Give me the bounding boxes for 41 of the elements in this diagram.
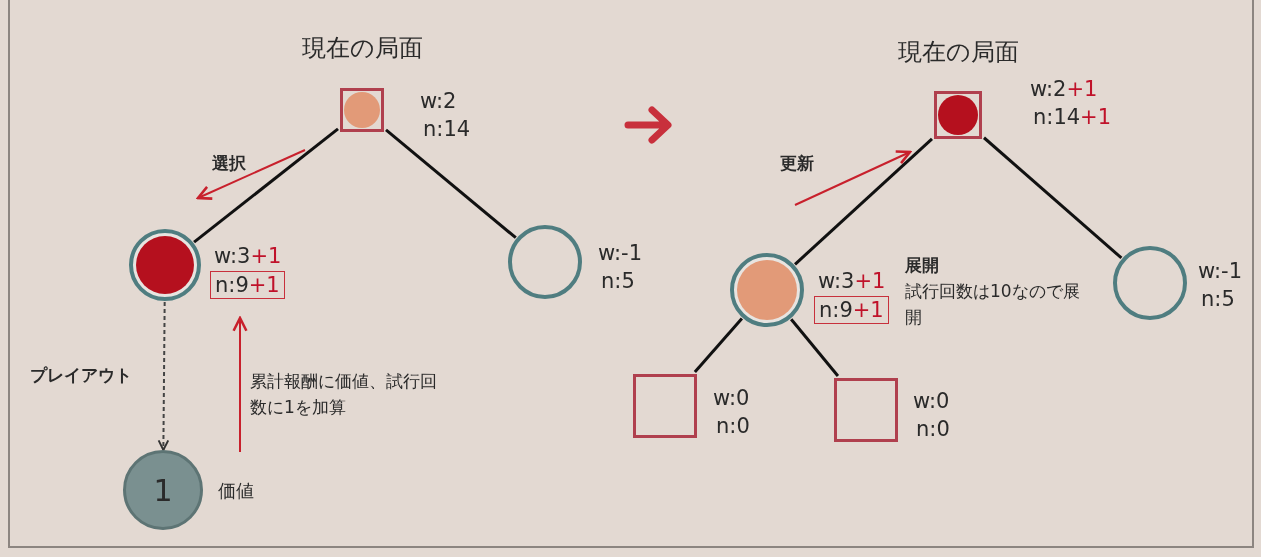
stat-text: w:-1 (598, 240, 643, 266)
position-square (934, 91, 982, 139)
stat-text: n:5 (1201, 286, 1235, 312)
step-label: 展開 (905, 254, 939, 277)
stat-text: n:5 (601, 268, 635, 294)
note-text: 累計報酬に価値、試行回数に1を加算 (250, 370, 438, 419)
highlighted-stat: n:9+1 (210, 271, 285, 299)
note-text: 試行回数は10なので展開 (905, 280, 1080, 329)
tree-edge (983, 136, 1123, 260)
tree-edge (794, 137, 933, 266)
filled-node-circle (128, 228, 202, 302)
new-node-square (834, 378, 898, 442)
arrow (157, 301, 170, 451)
position-square (340, 88, 384, 132)
value-label: 価値 (218, 479, 254, 503)
value-circle: 1 (123, 450, 203, 530)
stat-text: n:0 (916, 416, 950, 442)
edge-label: プレイアウト (30, 364, 132, 387)
stat-text: w:0 (913, 388, 950, 414)
new-node-square (633, 374, 697, 438)
highlighted-stat: n:9+1 (814, 296, 889, 324)
stat-text: w:-1 (1198, 258, 1243, 284)
tree-edge (693, 317, 744, 373)
node-circle (507, 224, 583, 300)
tree-edge (385, 128, 517, 239)
stat-text: w:3+1 (818, 268, 886, 294)
filled-node-circle (729, 252, 805, 328)
stat-text: w:2+1 (1030, 76, 1098, 102)
stat-text: n:0 (716, 413, 750, 439)
stat-text: n:14+1 (1033, 104, 1112, 130)
tree-edge (193, 127, 339, 244)
heading: 現在の局面 (301, 33, 423, 64)
tree-edge (790, 318, 840, 377)
step-label: 更新 (780, 152, 814, 175)
heading: 現在の局面 (897, 37, 1019, 68)
stat-text: w:2 (420, 88, 457, 114)
stat-text: w:0 (713, 385, 750, 411)
node-circle (1112, 245, 1188, 321)
stat-text: n:14 (423, 116, 471, 142)
step-label: 選択 (212, 152, 246, 175)
stat-text: w:3+1 (214, 243, 282, 269)
